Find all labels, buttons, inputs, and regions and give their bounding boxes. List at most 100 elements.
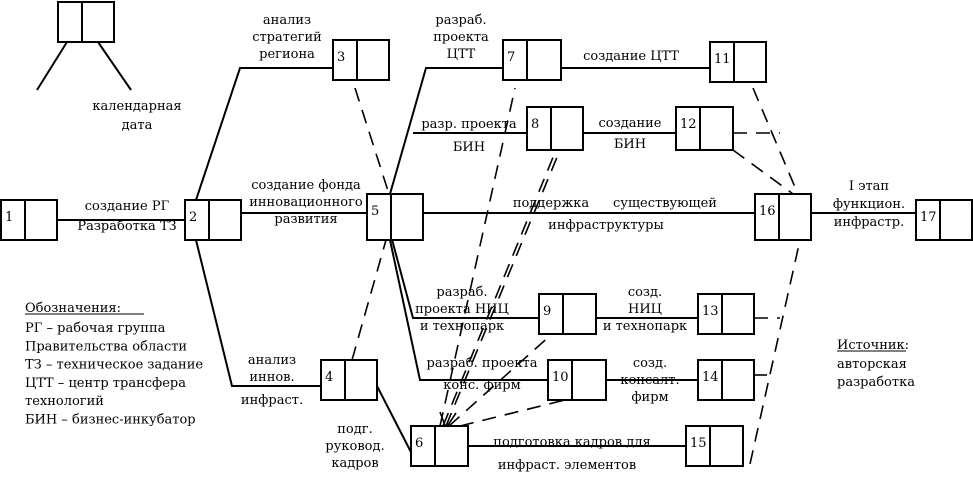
edge-label-region-analysis: стратегий	[252, 30, 322, 45]
node-number: 7	[507, 50, 515, 65]
node-11: 11	[709, 41, 767, 83]
node-17: 17	[915, 199, 973, 241]
edge-label-region-analysis: анализ	[263, 13, 311, 28]
edge-label-create-ctt: создание ЦТТ	[583, 49, 679, 64]
node-number: 16	[759, 204, 776, 219]
edge-label-innov-analysis: анализ	[248, 353, 296, 368]
node-number: 12	[680, 117, 697, 132]
legend-item: технологий	[25, 394, 104, 409]
edge-4-6	[376, 385, 414, 457]
node-box	[754, 193, 812, 241]
edge-2-4	[195, 239, 321, 387]
node-box	[332, 39, 390, 81]
legend-item: Правительства области	[25, 339, 187, 354]
legend-item: БИН – бизнес-инкубатор	[25, 413, 196, 428]
node-14: 14	[697, 359, 755, 401]
edge-5-10	[389, 239, 548, 381]
edge-label-innovation-fund: инновационного	[249, 195, 363, 210]
node-16: 16	[754, 193, 812, 241]
edge-label-create-consult: фирм	[631, 390, 668, 405]
node-box	[697, 293, 755, 335]
legend-item: ЦТТ – центр трансфера	[25, 376, 186, 391]
dummy-11-16	[752, 87, 801, 200]
node-4: 4	[320, 359, 378, 401]
node-box	[320, 359, 378, 401]
node-number: 11	[714, 52, 731, 67]
edge-label-train-leaders: руковод.	[325, 439, 384, 454]
edge-label-stage-one: функцион.	[833, 197, 905, 212]
node-1: 1	[0, 199, 58, 241]
edge-label-create-consult: консалт.	[620, 373, 679, 388]
edge-label-support: поддержка	[513, 196, 590, 211]
edge-label-training: инфраст. элементов	[498, 458, 636, 473]
node-number: 10	[552, 370, 569, 385]
node-number: 14	[702, 370, 719, 385]
edge-label-region-analysis: региона	[259, 47, 315, 62]
edge-label-ctt-project: разраб.	[435, 13, 486, 28]
edge-label-innovation-fund: создание фонда	[251, 178, 361, 193]
edge-label-consult-project: конс. фирм	[443, 378, 520, 393]
node-number: 3	[337, 50, 345, 65]
node-box	[410, 425, 469, 467]
node-number: 1	[5, 210, 13, 225]
edge-2-3	[195, 67, 333, 201]
calendar-date-label: дата	[122, 118, 153, 133]
edge-label-stage-one: I этап	[849, 179, 889, 194]
edge-5-7	[389, 67, 503, 195]
node-box	[0, 199, 58, 241]
legend-item: ТЗ – техническое задание	[25, 358, 203, 373]
diagram-edges	[36, 41, 916, 457]
edge-label-bin-project: разр. проекта	[421, 117, 517, 132]
node-8: 8	[526, 106, 584, 151]
key-node-box	[57, 1, 115, 43]
node-13: 13	[697, 293, 755, 335]
source-title: Источник:	[837, 338, 909, 353]
edge-label-ctt-project: проекта	[433, 30, 489, 45]
source-text: разработка	[837, 375, 915, 390]
dummy-4-5	[351, 239, 387, 361]
edge-label-create-rg: создание РГ	[85, 199, 170, 214]
edge-label-tz: Разработка ТЗ	[77, 219, 176, 234]
edge-label-create-nic: НИЦ	[628, 302, 662, 317]
key-leg-left	[36, 41, 68, 91]
edge-label-consult-project: разраб. проекта	[427, 356, 538, 371]
node-number: 9	[543, 304, 551, 319]
node-box	[526, 106, 584, 151]
node-box	[915, 199, 973, 241]
node-box	[697, 359, 755, 401]
dummy-3-5	[354, 87, 390, 195]
edge-label-existing: существующей	[613, 196, 717, 211]
key-leg-right	[97, 41, 132, 91]
node-number: 6	[415, 436, 423, 451]
node-number: 17	[920, 210, 937, 225]
dummy-12-16b	[732, 149, 801, 200]
node-box	[538, 293, 597, 335]
edge-label-innovation-fund: развития	[274, 212, 337, 227]
node-number: 5	[371, 204, 379, 219]
edge-label-train-leaders: кадров	[331, 456, 378, 471]
dummy-6-8	[442, 149, 557, 427]
edge-label-innov-analysis: иннов.	[249, 370, 294, 385]
edge-label-create-bin: БИН	[614, 137, 646, 152]
dummy-6-10	[459, 399, 566, 427]
edge-label-create-consult: созд.	[633, 356, 667, 371]
node-number: 15	[690, 436, 707, 451]
source-text: авторская	[837, 357, 907, 372]
node-10: 10	[547, 359, 607, 401]
edge-5-9	[389, 231, 539, 319]
node-15: 15	[685, 425, 744, 467]
edge-label-stage-one: инфрастр.	[834, 215, 905, 230]
diagram-dummy-edges	[351, 87, 801, 465]
legend-title: Обозначения:	[25, 301, 121, 316]
node-6: 6	[410, 425, 469, 467]
edge-label-infrastructure: инфраструктуры	[548, 218, 664, 233]
edge-label-bin-project: БИН	[453, 140, 485, 155]
edge-label-ctt-project: ЦТТ	[447, 47, 476, 62]
node-7: 7	[502, 39, 562, 81]
node-box	[709, 41, 767, 83]
node-box	[675, 106, 734, 151]
edge-label-create-nic: и технопарк	[603, 319, 687, 334]
